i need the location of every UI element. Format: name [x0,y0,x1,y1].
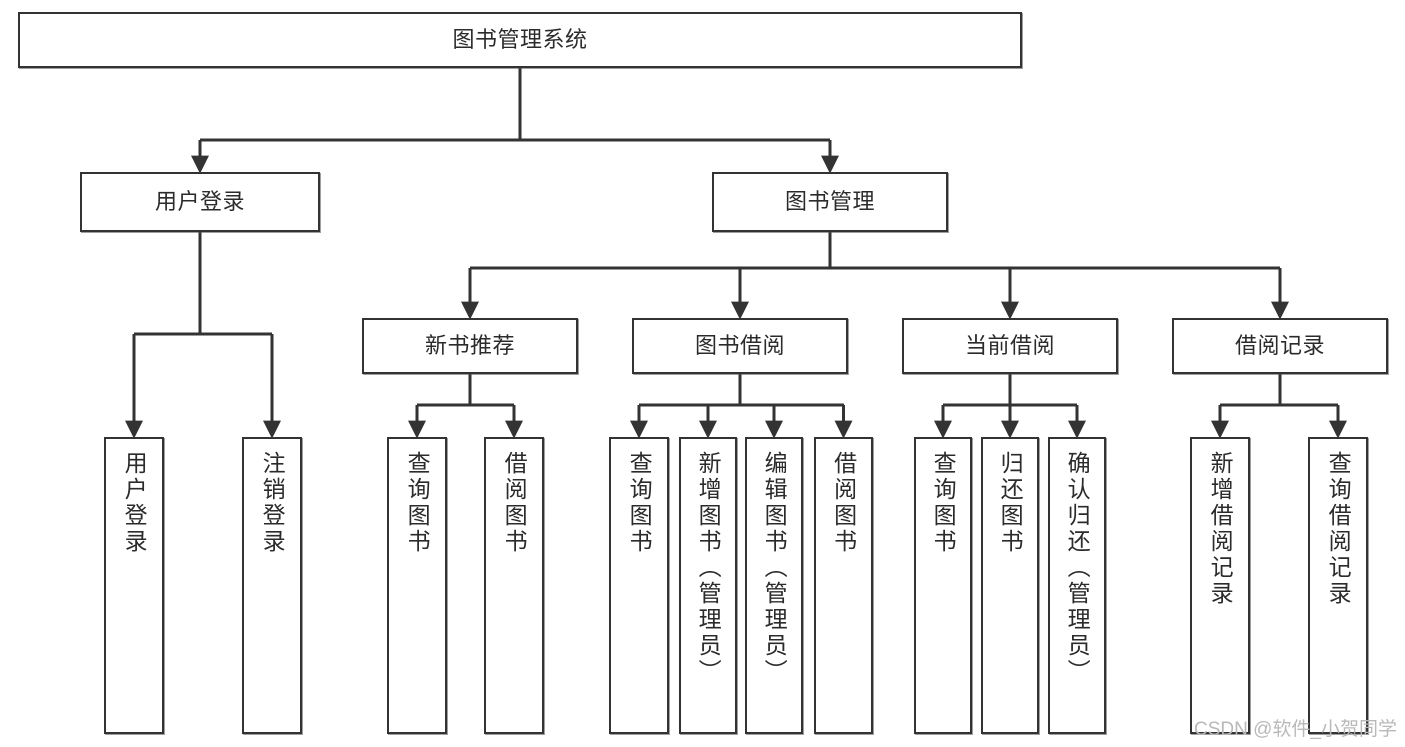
node-leaf-bb-edit[interactable]: 编辑图书（管理员） [745,437,803,734]
node-leaf-nb-query[interactable]: 查询图书 [387,437,447,734]
node-newbook[interactable]: 新书推荐 [362,318,578,374]
node-leaf-bb-query[interactable]: 查询图书 [609,437,669,734]
node-label-leaf-logout: 注销登录 [259,451,286,555]
watermark-text: CSDN @软件_小贺同学 [1194,719,1397,740]
node-leaf-cb-confirm[interactable]: 确认归还（管理员） [1048,437,1106,734]
node-label-borrowbook: 图书借阅 [694,333,785,359]
node-root[interactable]: 图书管理系统 [18,12,1022,68]
node-label-records: 借阅记录 [1234,333,1325,359]
node-label-login: 用户登录 [154,189,245,215]
node-label-leaf-bb-add: 新增图书（管理员） [695,451,722,685]
node-label-current: 当前借阅 [964,333,1055,359]
node-leaf-cb-return[interactable]: 归还图书 [981,437,1039,734]
node-current[interactable]: 当前借阅 [902,318,1118,374]
node-label-root: 图书管理系统 [452,27,588,53]
node-records[interactable]: 借阅记录 [1172,318,1388,374]
node-label-leaf-rec-query: 查询借阅记录 [1325,451,1352,607]
node-label-leaf-nb-borrow: 借阅图书 [501,451,528,555]
node-label-leaf-nb-query: 查询图书 [404,451,431,555]
node-leaf-rec-query[interactable]: 查询借阅记录 [1308,437,1368,734]
node-bookmgmt[interactable]: 图书管理 [712,172,948,232]
node-label-leaf-bb-borrow: 借阅图书 [830,451,857,555]
node-label-leaf-cb-query: 查询图书 [930,451,957,555]
node-login[interactable]: 用户登录 [80,172,320,232]
node-label-leaf-bb-edit: 编辑图书（管理员） [761,451,788,685]
node-label-newbook: 新书推荐 [424,333,515,359]
node-label-leaf-rec-add: 新增借阅记录 [1207,451,1234,607]
node-borrowbook[interactable]: 图书借阅 [632,318,848,374]
node-leaf-logout[interactable]: 注销登录 [242,437,302,734]
node-label-bookmgmt: 图书管理 [784,189,875,215]
node-leaf-bb-borrow[interactable]: 借阅图书 [814,437,873,734]
node-label-leaf-cb-confirm: 确认归还（管理员） [1064,451,1091,685]
node-leaf-login[interactable]: 用户登录 [104,437,164,734]
node-leaf-cb-query[interactable]: 查询图书 [914,437,972,734]
node-leaf-bb-add[interactable]: 新增图书（管理员） [679,437,737,734]
node-label-leaf-login: 用户登录 [121,451,148,555]
node-leaf-rec-add[interactable]: 新增借阅记录 [1190,437,1250,734]
node-label-leaf-bb-query: 查询图书 [626,451,653,555]
node-label-leaf-cb-return: 归还图书 [997,451,1024,555]
node-leaf-nb-borrow[interactable]: 借阅图书 [484,437,544,734]
